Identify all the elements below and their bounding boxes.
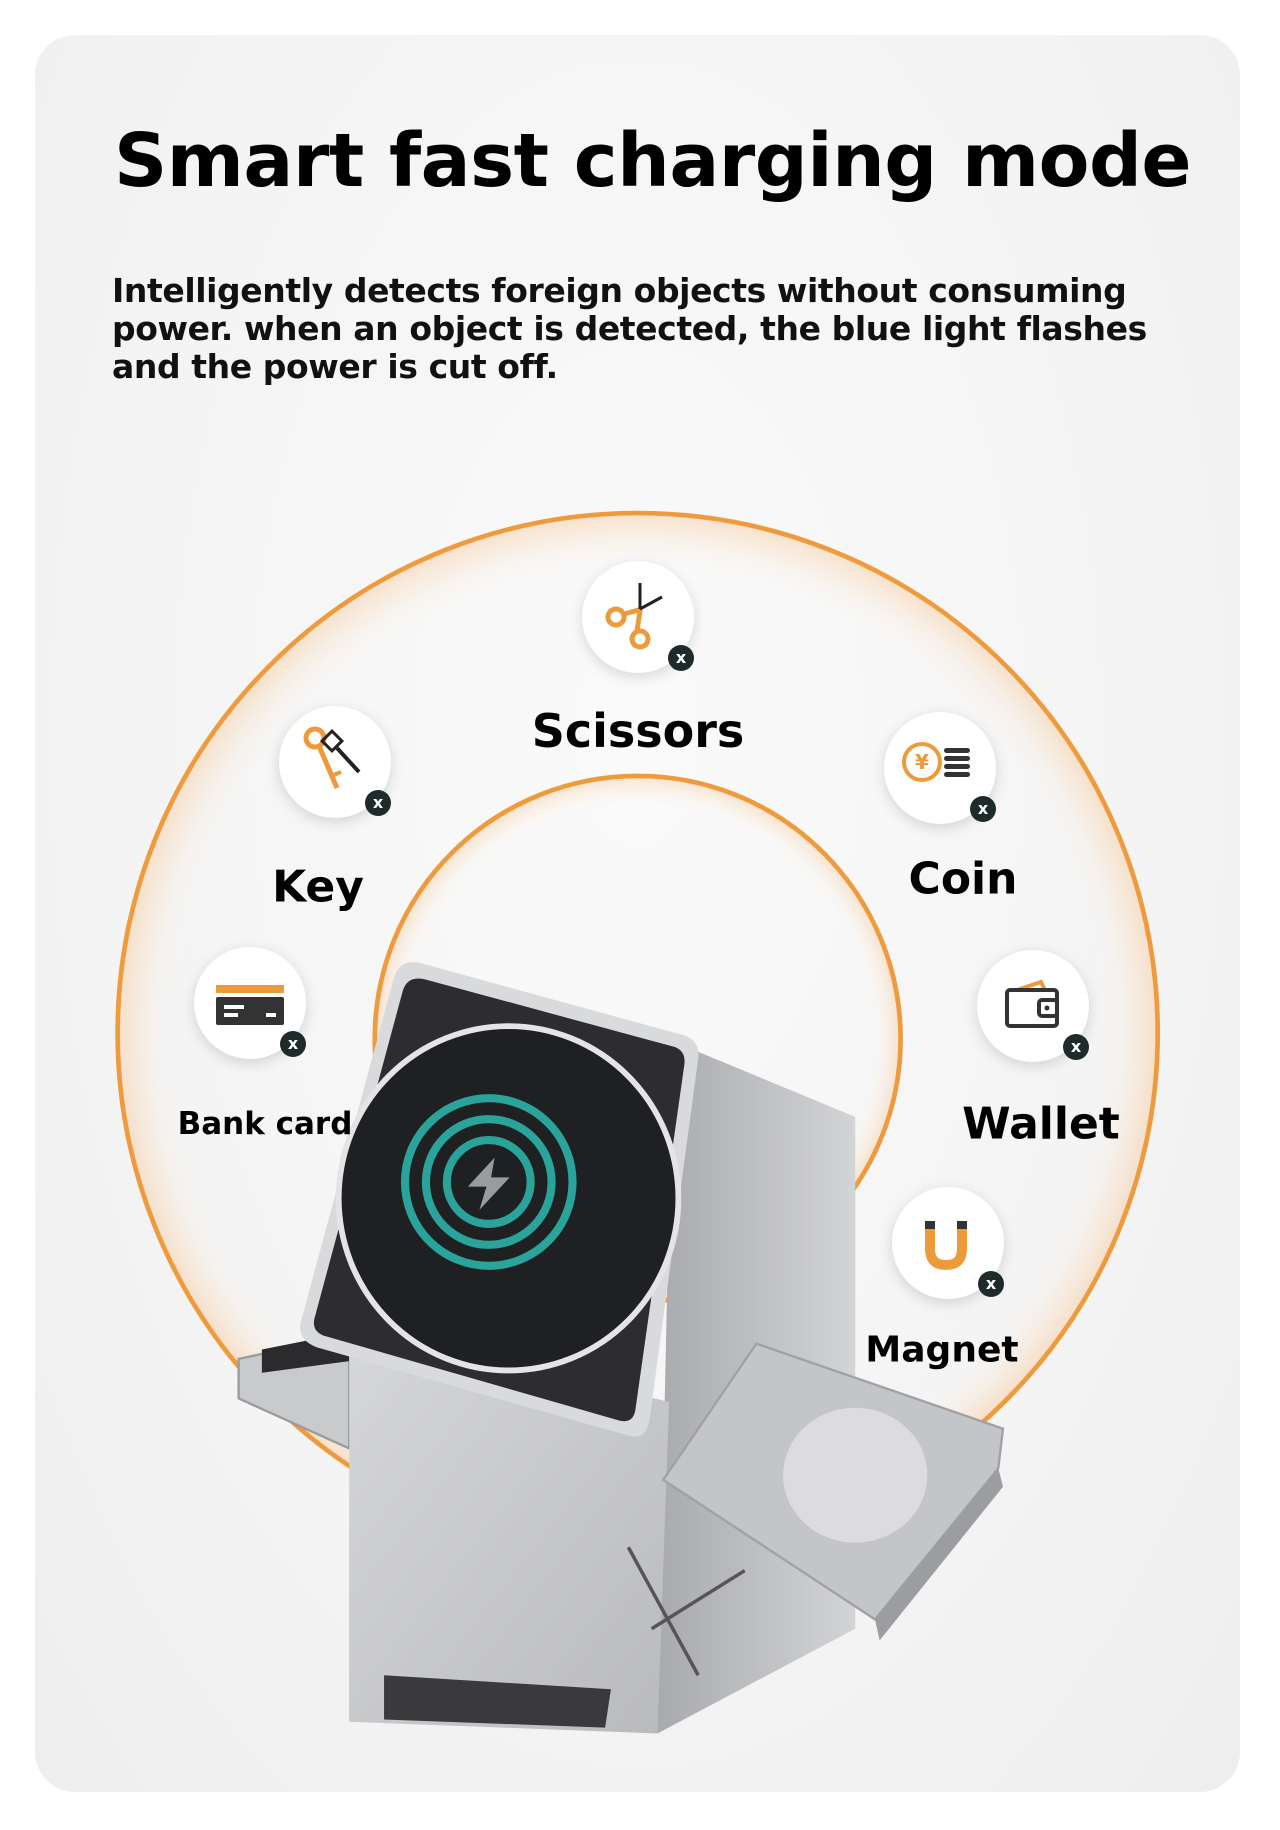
label-wallet: Wallet [962, 1098, 1120, 1150]
x-badge-icon: x [280, 1031, 306, 1057]
coin-item: ¥ x [884, 712, 996, 824]
label-coin: Coin [908, 853, 1018, 905]
key-item: x [279, 706, 391, 818]
bank-card-item: x [194, 947, 306, 1059]
scissors-icon [605, 583, 663, 650]
x-badge-icon: x [365, 790, 391, 816]
label-bank-card: Bank card [177, 1106, 353, 1142]
wallet-icon [1005, 979, 1059, 1028]
magnet-icon [925, 1221, 967, 1271]
x-badge-icon: x [668, 645, 694, 671]
magnet-item: x [892, 1187, 1004, 1299]
x-badge-icon: x [978, 1271, 1004, 1297]
label-key: Key [272, 861, 364, 913]
coin-icon: ¥ [902, 742, 970, 782]
page-title: Smart fast charging mode [114, 118, 1192, 204]
label-scissors: Scissors [531, 704, 745, 758]
x-badge-icon: x [1063, 1034, 1089, 1060]
label-magnet: Magnet [865, 1329, 1019, 1371]
svg-text:¥: ¥ [915, 750, 929, 774]
bank-card-icon [216, 985, 284, 1025]
description: Intelligently detects foreign objects wi… [112, 271, 1147, 386]
x-badge-icon: x [970, 796, 996, 822]
key-icon [303, 726, 361, 789]
scissors-item: x [582, 561, 694, 673]
charger-device [237, 962, 1005, 1734]
wallet-item: x [977, 950, 1089, 1062]
